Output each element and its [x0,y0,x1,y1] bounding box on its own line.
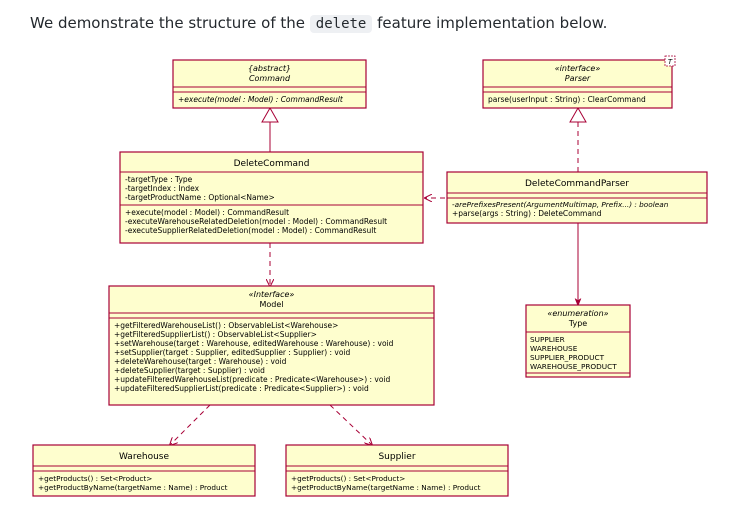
type-value: WAREHOUSE [530,344,578,353]
intro-after: feature implementation below. [377,14,608,32]
model-method: +getFilteredWarehouseList() : Observable… [114,321,338,330]
model-method: +updateFilteredWarehouseList(predicate :… [114,375,391,384]
deletecommand-title: DeleteCommand [234,159,310,169]
class-warehouse: Warehouse +getProducts() : Set<Product> … [32,444,256,497]
type-stereotype: «enumeration» [547,309,608,318]
deletecommandparser-method: +parse(args : String) : DeleteCommand [452,209,602,218]
deletecommand-field: -targetIndex : Index [125,184,200,193]
model-method: +setSupplier(target : Supplier, editedSu… [114,348,351,357]
intro-text: We demonstrate the structure of the dele… [30,14,608,33]
deletecommandparser-method: -arePrefixesPresent(ArgumentMultimap, Pr… [452,200,669,209]
warehouse-title: Warehouse [119,452,169,462]
intro-code: delete [309,15,373,33]
deletecommand-method: -executeWarehouseRelatedDeletion(model :… [125,217,387,226]
realization-triangle [569,106,587,123]
template-badge [664,55,676,67]
class-parser: «interface» Parser T parse(userInput : S… [482,55,676,109]
parser-title: Parser [565,74,591,83]
class-deletecommandparser: DeleteCommandParser -arePrefixesPresent(… [446,171,708,224]
supplier-method: +getProducts() : Set<Product> [291,474,405,483]
class-deletecommand: DeleteCommand -targetType : Type -target… [119,151,424,244]
model-method: +deleteSupplier(target : Supplier) : voi… [114,366,265,375]
type-value: SUPPLIER_PRODUCT [530,353,605,362]
class-type: «enumeration» Type SUPPLIER WAREHOUSE SU… [525,304,631,378]
class-command: {abstract} Command +execute(model : Mode… [172,59,367,109]
edge-model-to-warehouse [170,404,211,445]
edge-model-to-supplier [329,404,372,445]
type-title: Type [568,319,587,328]
parser-stereotype: «interface» [555,64,601,73]
type-value: WAREHOUSE_PRODUCT [530,362,617,371]
template-badge-label: T [668,58,673,66]
type-value: SUPPLIER [530,335,565,344]
supplier-title: Supplier [378,452,415,462]
model-stereotype: «Interface» [249,290,295,299]
deletecommand-field: -targetType : Type [125,175,193,184]
class-supplier: Supplier +getProducts() : Set<Product> +… [285,444,509,497]
parser-method: parse(userInput : String) : ClearCommand [488,95,646,104]
deletecommand-method: -executeSupplierRelatedDeletion(model : … [125,226,376,235]
warehouse-method: +getProducts() : Set<Product> [38,474,152,483]
class-model: «Interface» Model +getFilteredWarehouseL… [108,285,435,406]
model-method: +setWarehouse(target : Warehouse, edited… [114,339,394,348]
inheritance-triangle [261,106,279,123]
deletecommand-method: +execute(model : Model) : CommandResult [125,208,289,217]
supplier-method: +getProductByName(targetName : Name) : P… [291,483,481,492]
model-method: +updateFilteredSupplierList(predicate : … [114,384,369,393]
model-method: +getFilteredSupplierList() : ObservableL… [114,330,317,339]
deletecommand-field: -targetProductName : Optional<Name> [125,193,275,202]
command-title: Command [249,74,291,83]
intro-before: We demonstrate the structure of the [30,14,305,32]
model-method: +deleteWarehouse(target : Warehouse) : v… [114,357,287,366]
deletecommandparser-title: DeleteCommandParser [525,179,629,189]
command-stereotype: {abstract} [248,64,291,73]
command-method: +execute(model : Model) : CommandResult [178,95,344,104]
model-title: Model [259,300,283,309]
warehouse-method: +getProductByName(targetName : Name) : P… [38,483,228,492]
